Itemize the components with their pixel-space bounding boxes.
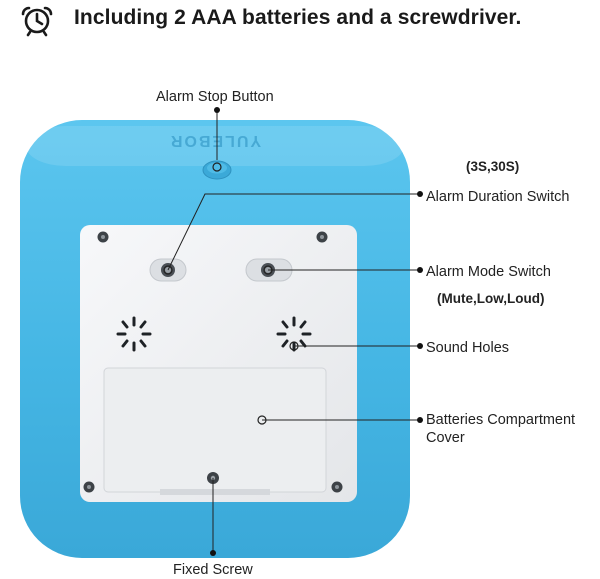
- callout-markers: [163, 107, 423, 556]
- label-alarm-mode-options: (Mute,Low,Loud): [437, 291, 545, 306]
- label-sound-holes: Sound Holes: [426, 340, 510, 356]
- panel-screw: [83, 231, 343, 493]
- alarm-clock-icon: [21, 6, 53, 37]
- label-alarm-duration-note: (3S,30S): [466, 159, 520, 174]
- label-alarm-stop-button: Alarm Stop Button: [156, 89, 274, 105]
- callout-leader-lines: [167, 110, 420, 553]
- headline-text: Including 2 AAA batteries and a screwdri…: [74, 6, 522, 29]
- label-alarm-duration-switch: Alarm Duration Switch: [426, 189, 570, 205]
- label-fixed-screw: Fixed Screw: [173, 562, 253, 578]
- label-alarm-mode-switch: Alarm Mode Switch: [426, 264, 551, 280]
- sound-holes-right: [276, 316, 312, 352]
- label-batteries-cover-line1: Batteries Compartment: [426, 412, 576, 428]
- brand-embossing: YULEBOR: [169, 132, 261, 149]
- sound-holes-left: [116, 316, 152, 352]
- label-batteries-cover-line2: Cover: [426, 430, 465, 446]
